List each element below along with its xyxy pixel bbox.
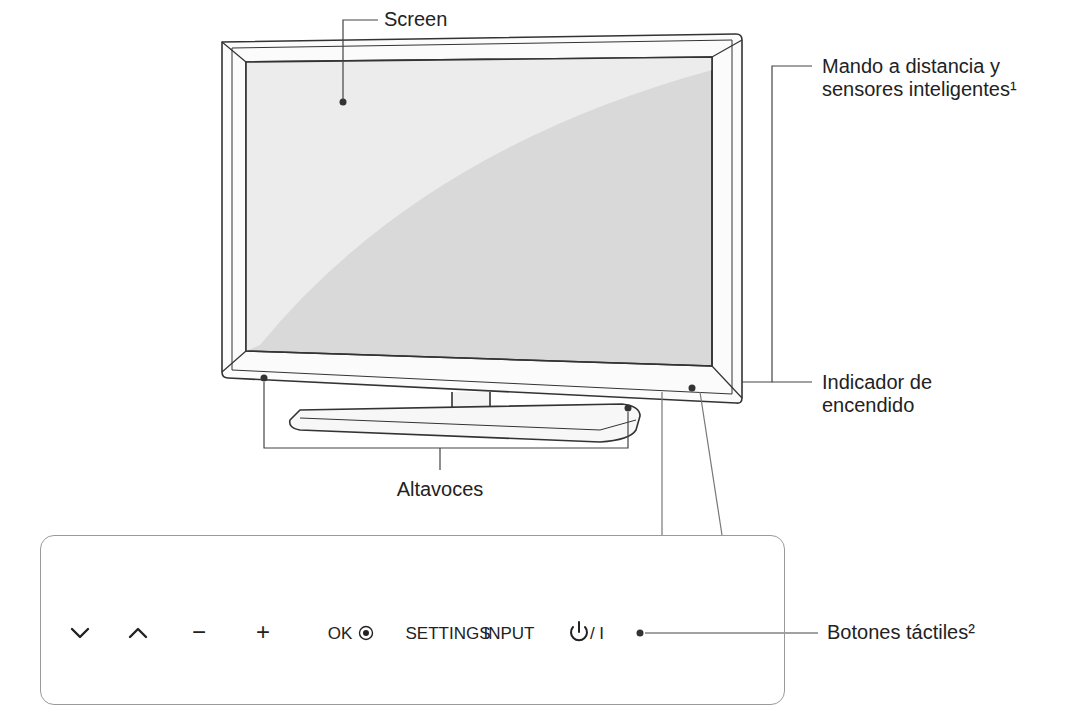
button-label: − [192,622,206,642]
touch-button-panel: − + OK SETTINGSINPUT / I [40,535,785,705]
leader-line [645,632,818,633]
leader-line [772,381,812,382]
button-label: INPUT [484,624,535,644]
button-label: + [256,622,270,642]
bezel-inner [232,40,732,394]
power-symbol [578,622,580,632]
ok-dot [363,630,369,636]
part-label: Botones táctiles² [827,621,975,644]
button-label: SETTINGS [405,624,490,644]
tv-screen [246,57,712,366]
part-label: Mando a distancia y sensores inteligente… [822,55,1042,101]
power-indicator-dot [689,385,696,392]
ok-ring [360,627,373,640]
callout-line [661,392,662,535]
tv-bezel [222,34,742,403]
leader-line [439,448,440,470]
button-label: OK [328,624,353,644]
stand-edge [300,418,636,430]
leader-line [343,20,378,100]
down-chevron [72,629,88,637]
speaker-dot [625,405,632,412]
callout-line [700,392,722,535]
part-label: Indicador de encendido [822,371,962,417]
leader-line [697,387,742,388]
part-label: Screen [384,8,447,31]
bezel-bevel [222,40,742,398]
screen-outline [246,57,712,366]
bracket-line [264,382,628,448]
part-label: Altavoces [397,478,484,501]
touch-buttons-dot [637,630,644,637]
screen-glare [246,57,712,351]
button-label: / I [590,624,604,644]
stand-base [290,404,640,442]
speaker-dot [261,375,268,382]
up-chevron [130,629,146,637]
bracket-line [742,66,812,382]
